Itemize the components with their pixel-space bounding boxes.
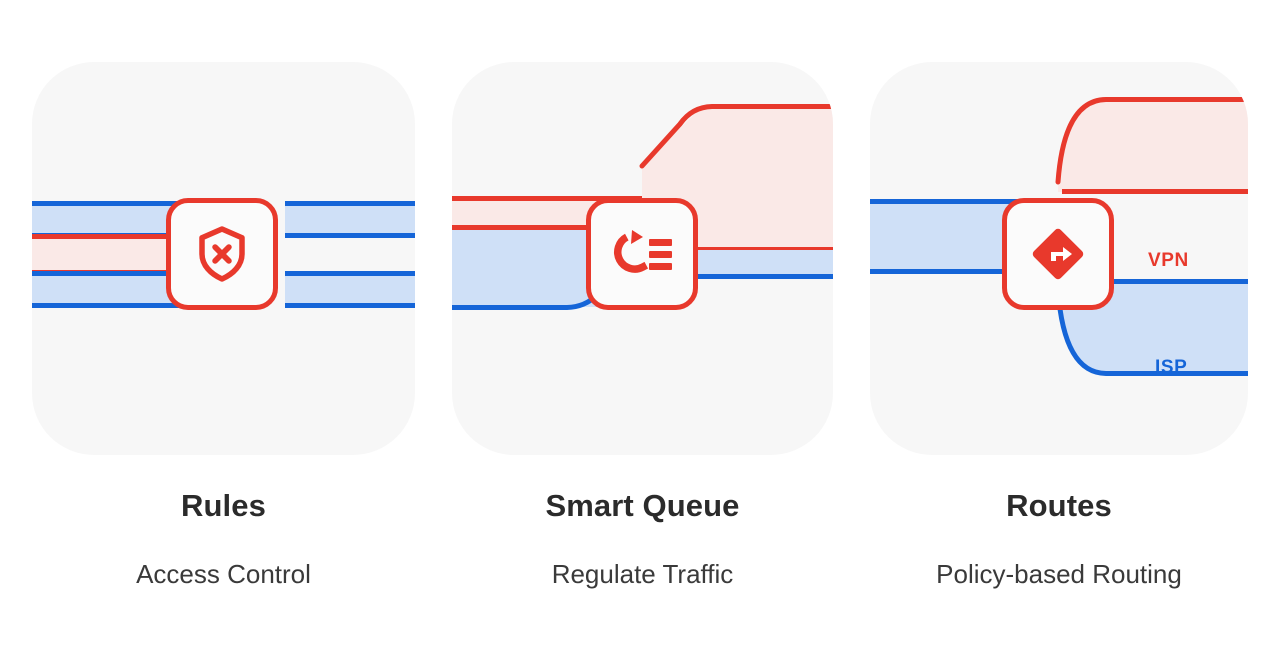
flow-line-red-out-top bbox=[639, 104, 833, 169]
band-label-isp: ISP bbox=[1155, 357, 1188, 378]
queue-refresh-icon bbox=[614, 230, 672, 273]
card-subtitle-smart-queue: Regulate Traffic bbox=[551, 559, 734, 589]
flow-line-red-out-vpn-top bbox=[1055, 97, 1248, 185]
card-title-rules: Rules bbox=[181, 488, 266, 523]
card-subtitle-rules: Access Control bbox=[136, 559, 311, 589]
caption-rules: Rules Access Control bbox=[32, 490, 415, 587]
card-title-smart-queue: Smart Queue bbox=[545, 488, 740, 523]
flow-band-blue-out-bottom bbox=[285, 273, 415, 306]
card-title-routes: Routes bbox=[1006, 488, 1112, 523]
flow-band-red-out-vpn bbox=[1058, 99, 1248, 192]
hub-node-routes[interactable] bbox=[1002, 198, 1114, 310]
card-routes[interactable]: VPN ISP bbox=[870, 62, 1248, 455]
caption-routes: Routes Policy-based Routing bbox=[870, 490, 1248, 587]
card-smart-queue[interactable] bbox=[452, 62, 833, 455]
flow-band-blue-out-top bbox=[285, 203, 415, 236]
band-label-vpn: VPN bbox=[1148, 250, 1189, 271]
card-subtitle-routes: Policy-based Routing bbox=[936, 559, 1182, 589]
hub-node-rules[interactable] bbox=[166, 198, 278, 310]
hub-node-smart-queue[interactable] bbox=[586, 198, 698, 310]
route-diamond-icon bbox=[1032, 228, 1084, 280]
card-rules[interactable] bbox=[32, 62, 415, 455]
caption-smart-queue: Smart Queue Regulate Traffic bbox=[452, 490, 833, 587]
shield-x-icon bbox=[199, 226, 245, 282]
